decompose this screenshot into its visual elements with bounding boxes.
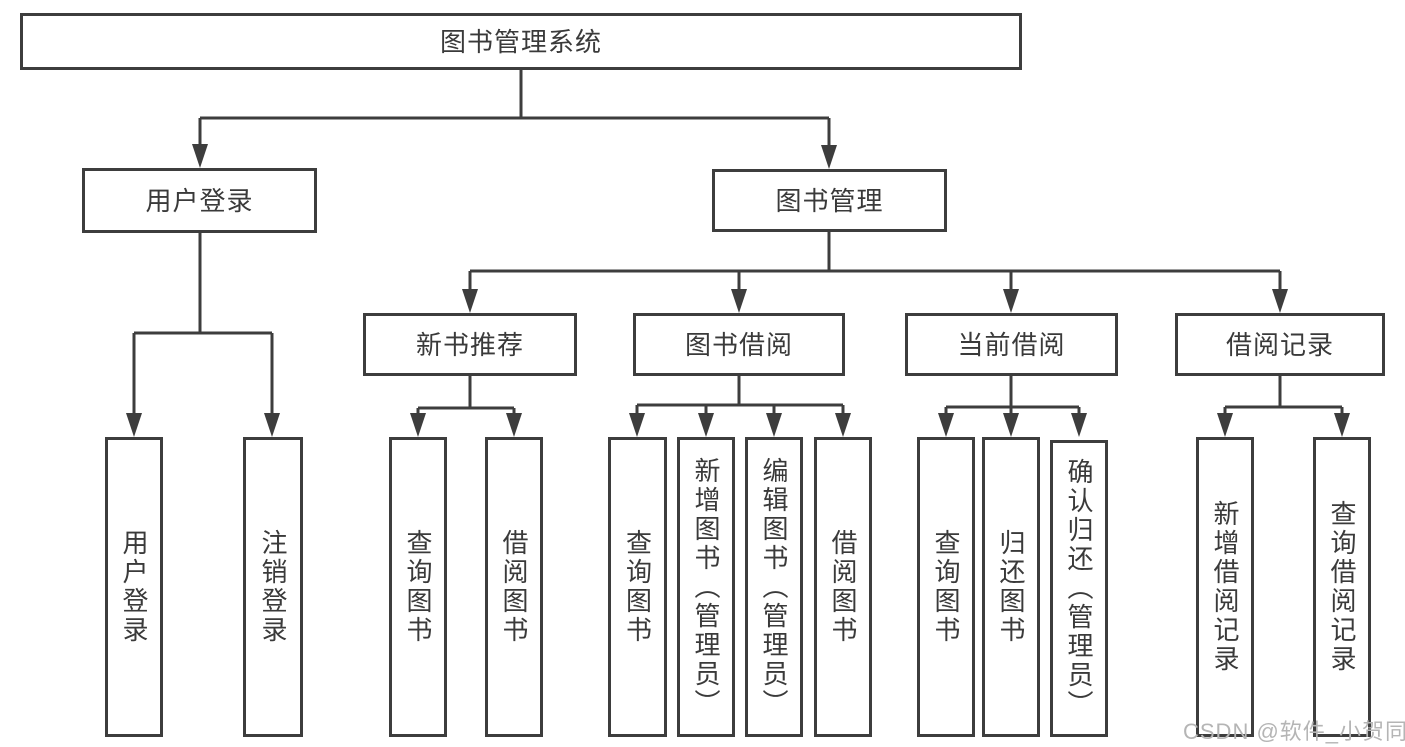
leaf-label: 归还图书 bbox=[996, 529, 1026, 645]
leaf-label: 注销登录 bbox=[258, 529, 288, 645]
arrowheads-level3 bbox=[462, 289, 1288, 313]
leaf-logout: 注销登录 bbox=[243, 437, 303, 737]
node-book-borrow: 图书借阅 bbox=[633, 313, 845, 376]
arrowheads-level2 bbox=[192, 144, 837, 169]
node-label: 当前借阅 bbox=[957, 329, 1066, 360]
node-borrow-records: 借阅记录 bbox=[1175, 313, 1385, 376]
node-label: 图书借阅 bbox=[684, 329, 793, 360]
node-current-borrow: 当前借阅 bbox=[905, 313, 1118, 376]
arrowheads-current-borrow-group bbox=[938, 413, 1087, 437]
connector-current-borrow-group bbox=[944, 376, 1081, 415]
leaf-borrow-books: 借阅图书 bbox=[814, 437, 872, 737]
connector-new-books-group bbox=[416, 376, 516, 415]
leaf-query-books-recommend: 查询图书 bbox=[389, 437, 447, 737]
leaf-label: 查询图书 bbox=[931, 529, 961, 645]
leaf-label: 查询借阅记录 bbox=[1327, 500, 1357, 674]
leaf-confirm-return-admin: 确认归还（管理员） bbox=[1050, 440, 1108, 737]
node-label: 借阅记录 bbox=[1225, 329, 1334, 360]
node-user-login: 用户登录 bbox=[82, 168, 317, 233]
node-label: 用户登录 bbox=[145, 185, 254, 216]
node-label: 新书推荐 bbox=[415, 329, 524, 360]
leaf-user-login: 用户登录 bbox=[105, 437, 163, 737]
connector-book-mgmt-to-level3 bbox=[468, 232, 1282, 291]
node-library-management-system: 图书管理系统 bbox=[20, 13, 1022, 70]
leaf-query-books-borrow: 查询图书 bbox=[608, 437, 667, 737]
leaf-label: 查询图书 bbox=[403, 529, 433, 645]
leaf-query-borrow-record: 查询借阅记录 bbox=[1313, 437, 1371, 737]
leaf-add-books-admin: 新增图书（管理员） bbox=[677, 437, 735, 737]
leaf-add-borrow-record: 新增借阅记录 bbox=[1196, 437, 1254, 737]
leaf-label: 编辑图书（管理员） bbox=[759, 456, 789, 718]
leaf-label: 新增图书（管理员） bbox=[691, 456, 721, 718]
leaf-query-books-current: 查询图书 bbox=[917, 437, 975, 737]
leaf-label: 借阅图书 bbox=[828, 529, 858, 645]
leaf-edit-books-admin: 编辑图书（管理员） bbox=[745, 437, 803, 737]
node-label: 图书管理系统 bbox=[439, 26, 602, 57]
node-book-management: 图书管理 bbox=[712, 169, 947, 232]
leaf-label: 借阅图书 bbox=[499, 529, 529, 645]
leaf-label: 新增借阅记录 bbox=[1210, 500, 1240, 674]
arrowheads-new-books-group bbox=[410, 413, 522, 437]
connector-book-borrow-group bbox=[635, 376, 845, 415]
arrowheads-book-borrow-group bbox=[629, 413, 851, 437]
csdn-watermark: CSDN @软件_小贺同学 bbox=[1183, 719, 1405, 744]
leaf-label: 用户登录 bbox=[119, 529, 149, 645]
connector-user-login-group bbox=[132, 233, 274, 415]
arrowheads-borrow-records-group bbox=[1217, 413, 1350, 437]
node-label: 图书管理 bbox=[775, 185, 884, 216]
leaf-borrow-books-recommend: 借阅图书 bbox=[485, 437, 543, 737]
leaf-label: 查询图书 bbox=[622, 529, 653, 645]
leaf-return-books: 归还图书 bbox=[982, 437, 1040, 737]
leaf-label: 确认归还（管理员） bbox=[1064, 458, 1094, 719]
connector-root-to-level2 bbox=[198, 70, 831, 147]
connector-borrow-records-group bbox=[1223, 376, 1344, 415]
arrowheads-user-login-group bbox=[126, 413, 280, 437]
node-new-book-recommend: 新书推荐 bbox=[363, 313, 577, 376]
